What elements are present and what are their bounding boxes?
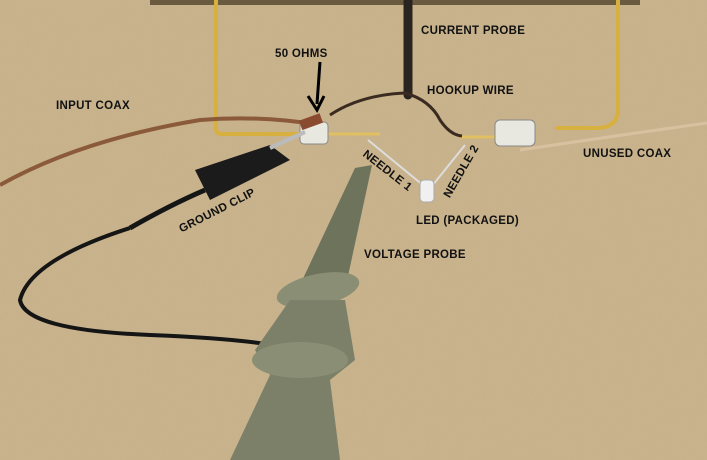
resistor-50-ohm [298, 113, 323, 131]
label-50-ohms: 50 OHMS [275, 48, 328, 60]
hookup-wire [329, 91, 463, 138]
voltage-probe-ring [252, 342, 348, 378]
ground-wire [17, 226, 273, 347]
arrow-head [306, 95, 326, 114]
ground-clip-jaw [269, 130, 306, 150]
brass-loop-right [555, 0, 620, 130]
label-unused-coax: UNUSED COAX [583, 148, 672, 160]
label-hookup-wire: HOOKUP WIRE [427, 85, 514, 97]
led [419, 179, 435, 203]
label-voltage-probe: VOLTAGE PROBE [364, 249, 466, 261]
brass-loop-left [214, 0, 300, 136]
voltage-probe-tip [300, 165, 372, 290]
label-current-probe: CURRENT PROBE [421, 25, 526, 37]
label-led: LED (PACKAGED) [416, 215, 520, 227]
ground-clip-body [195, 145, 290, 200]
needle-2 [431, 144, 466, 187]
input-coax-cable [0, 116, 321, 187]
voltage-probe-flange [276, 272, 360, 308]
needle-1 [367, 139, 425, 187]
voltage-probe-body [230, 300, 355, 460]
label-input-coax: INPUT COAX [56, 100, 130, 112]
arrow-line [315, 61, 322, 105]
ground-lead [128, 187, 206, 231]
right-connector [494, 119, 536, 147]
board-edge [150, 0, 640, 5]
unused-coax-cable [519, 121, 707, 152]
